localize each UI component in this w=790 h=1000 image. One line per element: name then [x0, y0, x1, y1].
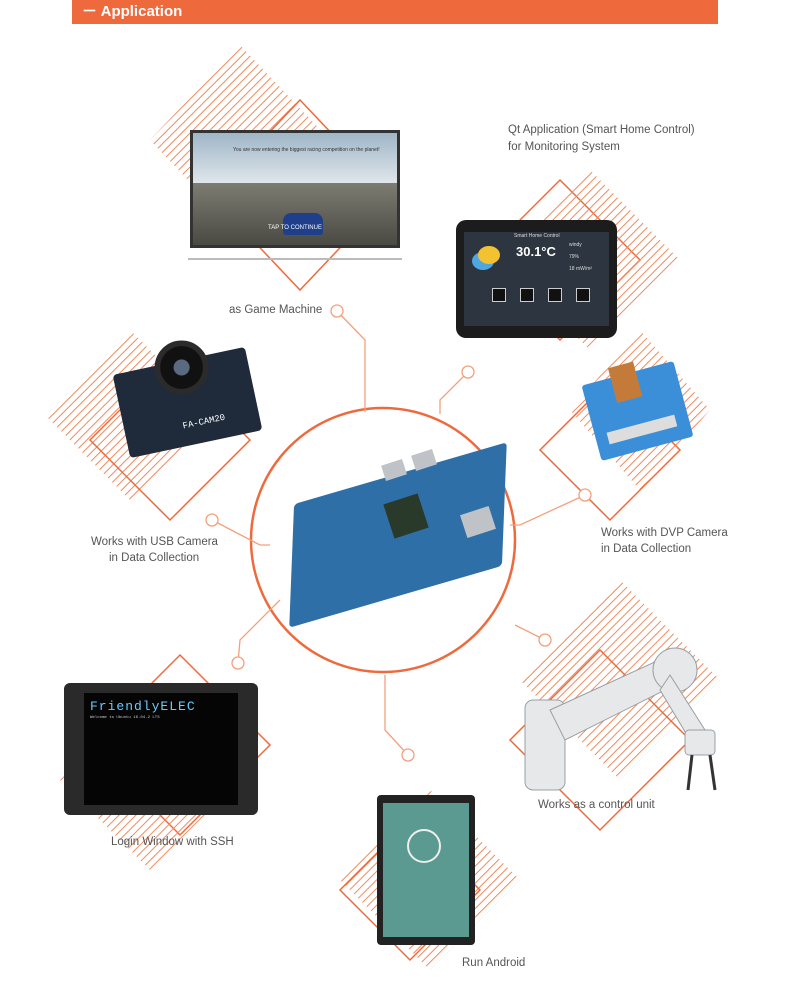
- tablet-light: 18 mW/m²: [569, 266, 593, 272]
- label-dvp-camera-line1: Works with DVP Camera: [601, 527, 728, 539]
- terminal-logo: FriendlyELEC: [90, 699, 196, 714]
- label-qt-line1: Qt Application (Smart Home Control): [508, 124, 695, 136]
- label-dvp-camera-line2: in Data Collection: [601, 543, 692, 555]
- label-control-unit: Works as a control unit: [538, 799, 655, 811]
- android-phone-image: [377, 795, 475, 945]
- device-tile-icon: [492, 288, 506, 302]
- label-ssh: Login Window with SSH: [111, 836, 234, 848]
- device-tile-icon: [548, 288, 562, 302]
- nanopi-board-image: [288, 440, 508, 630]
- section-header: － Application: [72, 0, 718, 24]
- car-image: [283, 213, 323, 235]
- label-game-machine: as Game Machine: [229, 304, 323, 316]
- device-tile-icon: [576, 288, 590, 302]
- robot-arm-image: [524, 647, 717, 791]
- smart-home-tablet: Smart Home Control 30.1°C windy 79% 18 m…: [456, 220, 617, 338]
- label-usb-camera-line1: Works with USB Camera: [91, 536, 218, 548]
- tv-stand: [188, 250, 402, 260]
- clock-icon: [407, 829, 441, 863]
- tablet-temperature: 30.1°C: [516, 244, 556, 259]
- label-usb-camera-line2: in Data Collection: [109, 552, 200, 564]
- ssh-terminal-monitor: FriendlyELEC Welcome to Ubuntu 16.04.2 L…: [64, 683, 258, 815]
- tv-message: You are now entering the biggest racing …: [233, 147, 380, 153]
- terminal-text: Welcome to Ubuntu 16.04.2 LTS: [90, 716, 160, 720]
- device-tile-icon: [520, 288, 534, 302]
- tv-game-screen: You are now entering the biggest racing …: [190, 130, 400, 248]
- label-android: Run Android: [462, 957, 526, 969]
- weather-icon: [478, 246, 500, 264]
- connector-lines: [205, 304, 592, 762]
- tablet-title: Smart Home Control: [514, 233, 560, 239]
- tv-tap-text: TAP TO CONTINUE: [268, 225, 322, 231]
- tablet-humidity: 79%: [569, 254, 580, 260]
- camera-board-label: FA-CAM20: [181, 412, 227, 432]
- label-qt-line2: for Monitoring System: [508, 141, 620, 153]
- tablet-wind: windy: [569, 242, 582, 248]
